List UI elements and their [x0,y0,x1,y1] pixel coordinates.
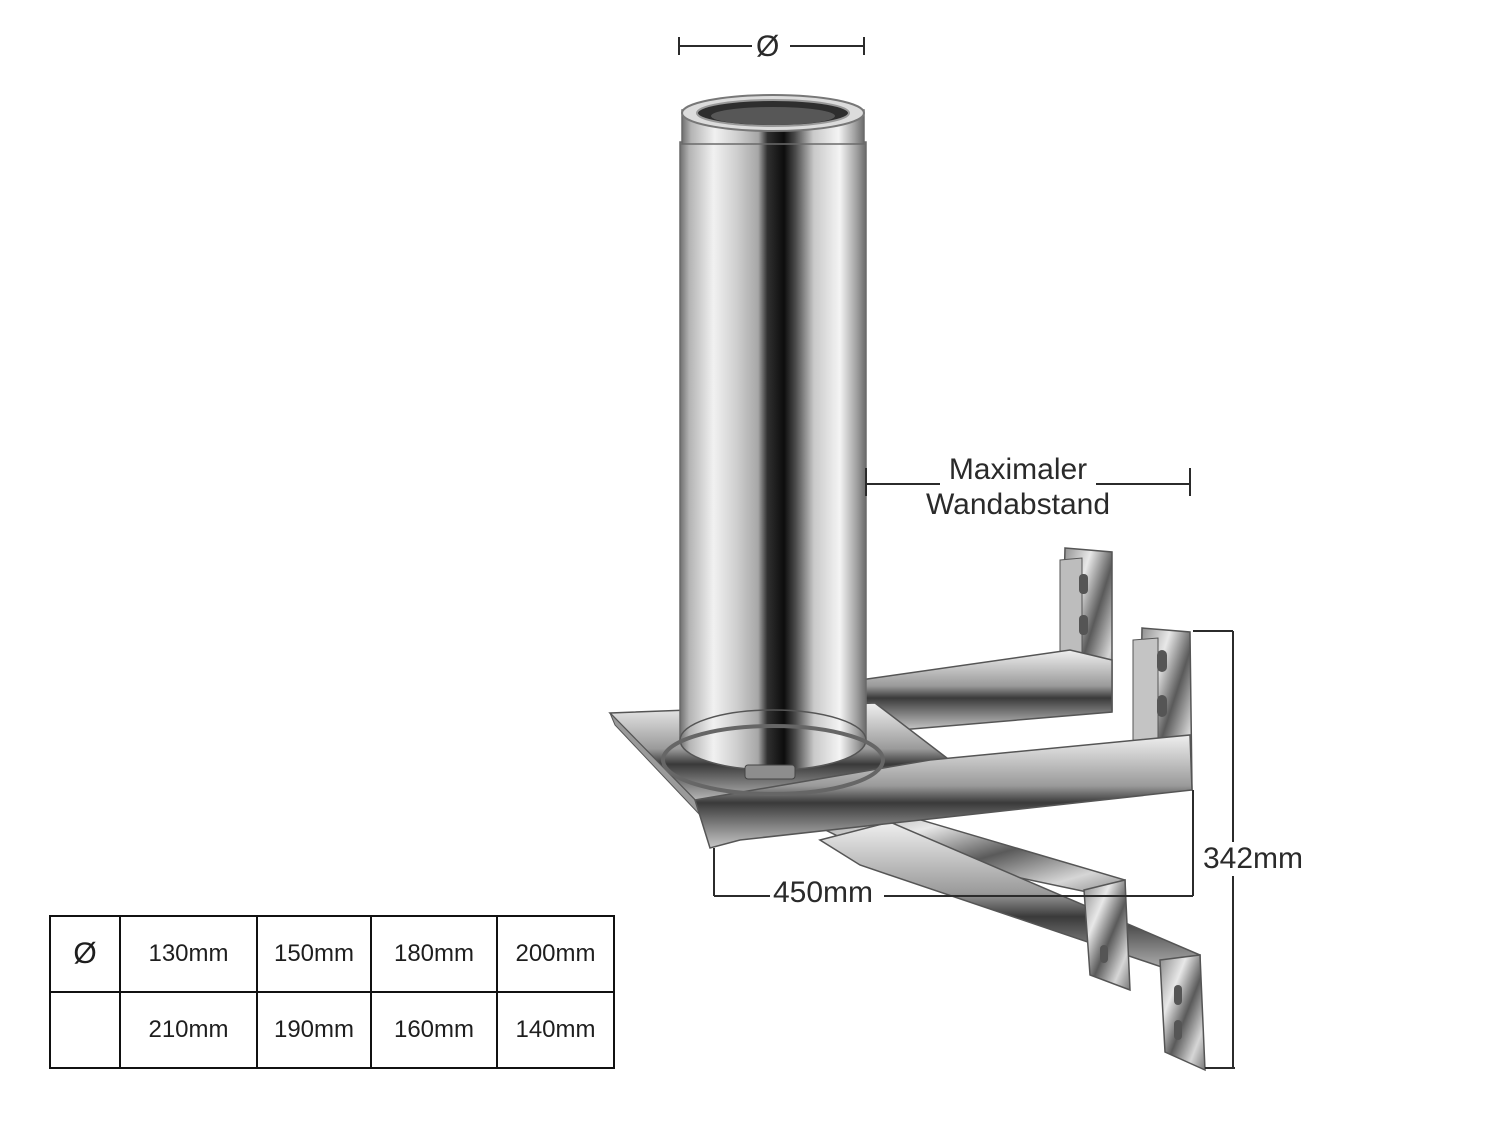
table-cell: 130mm [119,915,258,993]
dimension-table: Ø 130mm 150mm 180mm 200mm 210mm 190mm 16… [49,915,615,1069]
table-cell: 190mm [256,991,372,1069]
table-cell: 210mm [119,991,258,1069]
table-row: 210mm 190mm 160mm 140mm [49,991,615,1069]
rear-wall-bracket [859,547,1113,731]
table-cell: 150mm [256,915,372,993]
table-row: Ø 130mm 150mm 180mm 200mm [49,915,615,993]
support-struts [802,807,1206,1072]
table-cell: 140mm [496,991,615,1069]
wall-distance-label-line1: Maximaler [948,453,1088,486]
table-cell: 160mm [370,991,498,1069]
height-label: 342mm [1203,842,1304,876]
table-cell: 200mm [496,915,615,993]
table-cell: 180mm [370,915,498,993]
table-cell: Ø [49,915,121,993]
depth-label: 450mm [770,876,877,910]
depth-dimension-line [713,790,1194,897]
table-cell [49,991,121,1069]
chimney-pipe [661,94,885,796]
wall-distance-label-line2: Wandabstand [925,488,1110,521]
front-wall-bracket [694,627,1193,849]
wall-distance-dimension-line [865,468,1191,496]
wall-distance-label: Maximaler Wandabstand [918,452,1118,522]
diameter-dimension-line [678,37,865,55]
diameter-label: Ø [756,30,780,63]
